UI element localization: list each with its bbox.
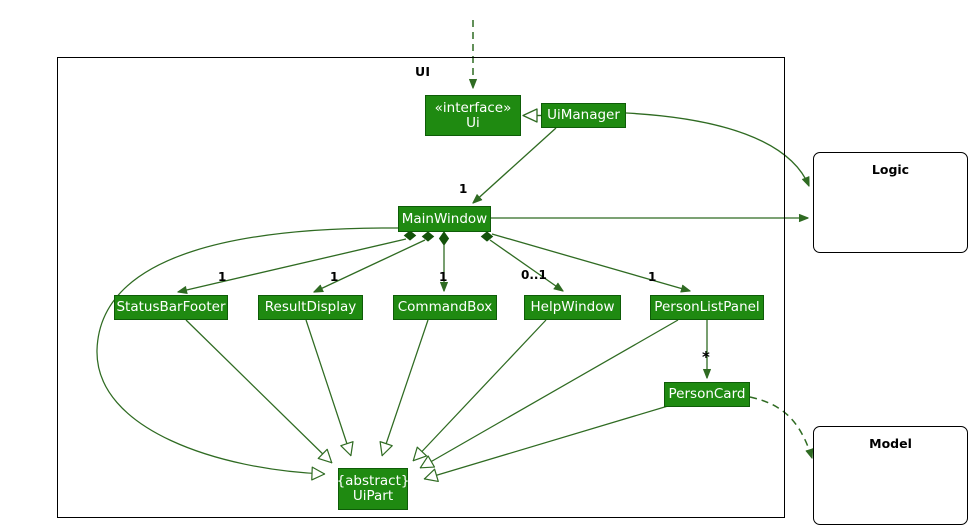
edge-uimanager-logic	[625, 112, 810, 187]
mult-mainwindow-resultdisplay: 1	[330, 270, 339, 284]
class-person-list-panel-name: PersonListPanel	[654, 299, 760, 315]
class-main-window[interactable]: MainWindow	[398, 206, 491, 232]
model-box: Model	[813, 426, 968, 525]
class-result-display[interactable]: ResultDisplay	[258, 295, 363, 320]
class-command-box[interactable]: CommandBox	[393, 295, 497, 320]
edge-personcard-uipart	[423, 405, 669, 483]
ui-package-label: UI	[415, 64, 431, 79]
mult-mainwindow-helpwindow: 0..1	[521, 268, 547, 282]
edge-mainwindow-helpwindow	[489, 239, 564, 292]
class-ui-part-name: UiPart	[352, 488, 394, 504]
mult-mainwindow-statusbarfooter: 1	[218, 270, 227, 284]
class-ui-interface-stereotype: «interface»	[434, 99, 512, 116]
mult-personlistpanel-personcard: *	[702, 348, 710, 366]
edge-helpwindow-uipart	[412, 319, 547, 462]
class-help-window[interactable]: HelpWindow	[524, 295, 621, 320]
composition-diamond-helpwindow	[480, 231, 494, 242]
class-ui-part[interactable]: {abstract} UiPart	[336, 468, 410, 510]
edge-mainwindow-uipart	[96, 227, 399, 481]
edge-mainwindow-personlistpanel	[491, 233, 691, 293]
class-person-card-name: PersonCard	[668, 386, 746, 402]
class-person-list-panel[interactable]: PersonListPanel	[650, 295, 764, 320]
edge-commandbox-uipart	[379, 319, 429, 457]
class-ui-manager-name: UiManager	[547, 107, 620, 123]
class-help-window-name: HelpWindow	[530, 299, 615, 315]
class-person-card[interactable]: PersonCard	[664, 382, 750, 407]
class-ui-interface[interactable]: «interface» Ui	[425, 95, 521, 136]
edge-uimanager-implements-ui	[522, 108, 541, 123]
class-ui-interface-name: Ui	[466, 114, 480, 131]
class-status-bar-footer[interactable]: StatusBarFooter	[114, 295, 228, 320]
edge-statusbarfooter-uipart	[185, 319, 333, 464]
class-result-display-name: ResultDisplay	[264, 299, 357, 315]
edge-mainwindow-resultdisplay	[313, 239, 426, 293]
composition-diamond-statusbarfooter	[403, 230, 417, 241]
class-status-bar-footer-name: StatusBarFooter	[116, 299, 226, 315]
composition-diamond-resultdisplay	[421, 231, 435, 242]
mult-mainwindow-personlistpanel: 1	[648, 270, 657, 284]
class-ui-manager[interactable]: UiManager	[541, 103, 626, 128]
edge-resultdisplay-uipart	[305, 319, 354, 457]
model-box-label: Model	[869, 436, 912, 451]
edge-personlistpanel-uipart	[419, 319, 679, 469]
mult-mainwindow-commandbox: 1	[439, 270, 448, 284]
logic-box-label: Logic	[871, 162, 910, 177]
mult-uimanager-mainwindow: 1	[459, 182, 468, 196]
class-main-window-name: MainWindow	[401, 210, 488, 227]
edge-mainwindow-statusbarfooter	[177, 238, 407, 294]
class-command-box-name: CommandBox	[397, 299, 493, 315]
class-ui-part-stereotype: {abstract}	[336, 473, 410, 489]
ui-package	[57, 57, 785, 518]
edge-uimanager-mainwindow	[472, 127, 557, 204]
logic-box: Logic	[813, 152, 968, 253]
